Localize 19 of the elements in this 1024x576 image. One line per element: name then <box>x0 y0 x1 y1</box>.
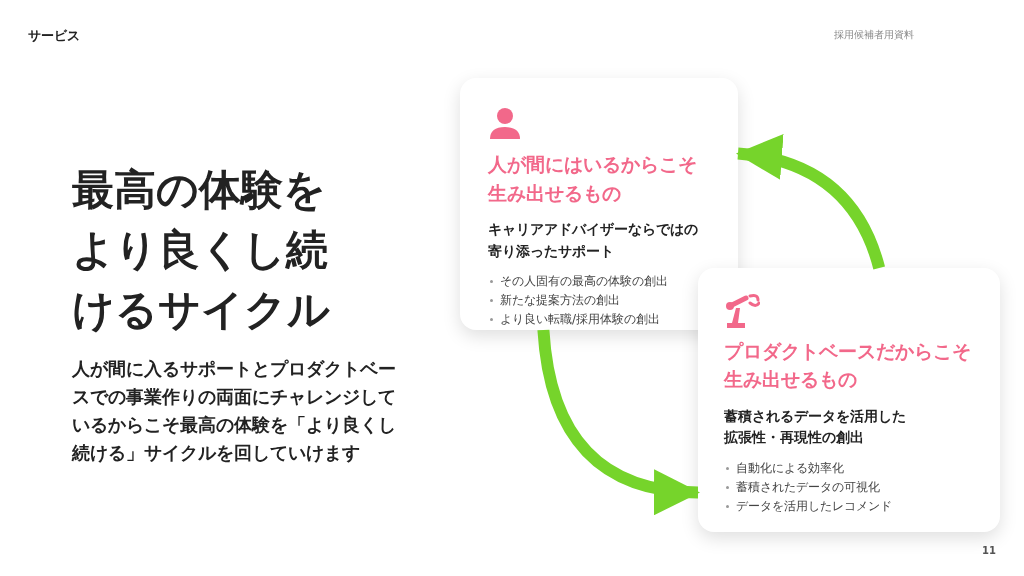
breadcrumb: サービス <box>28 27 80 45</box>
bullet-text: 新たな提案方法の創出 <box>500 292 620 310</box>
cycle-arrow <box>736 135 885 270</box>
feature-card <box>698 268 1000 532</box>
description-text: 人が間に入るサポートとプロダクトベースでの事業作りの両面にチャレンジしているからこそ最高の体験を「より良くし続ける」サイクルを回していけます <box>72 358 397 465</box>
slide-title: 最高の体験をより良くし続けるサイクル <box>72 164 331 336</box>
bullet-text: その人固有の最高の体験の創出 <box>500 273 668 291</box>
feature-card <box>460 78 738 330</box>
bullet-text: 自動化による効率化 <box>736 459 844 477</box>
document-tag: 採用候補者用資料 <box>834 28 914 42</box>
page-number: 11 <box>982 545 996 556</box>
bullet-text: データを活用したレコメンド <box>736 497 892 515</box>
bullet-text: より良い転職/採用体験の創出 <box>500 311 661 329</box>
bullet-text: 蓄積されたデータの可視化 <box>736 478 880 496</box>
cycle-arrow <box>537 329 700 514</box>
card-subheading: キャリアアドバイザーならではの寄り添ったサポート <box>488 220 699 261</box>
card-subheading: 蓄積されるデータを活用した拡張性・再現性の創出 <box>724 406 907 448</box>
card-heading: 人が間にはいるからこそ生み出せるもの <box>488 152 698 206</box>
card-heading: プロダクトベースだからこそ生み出せるもの <box>724 340 972 392</box>
